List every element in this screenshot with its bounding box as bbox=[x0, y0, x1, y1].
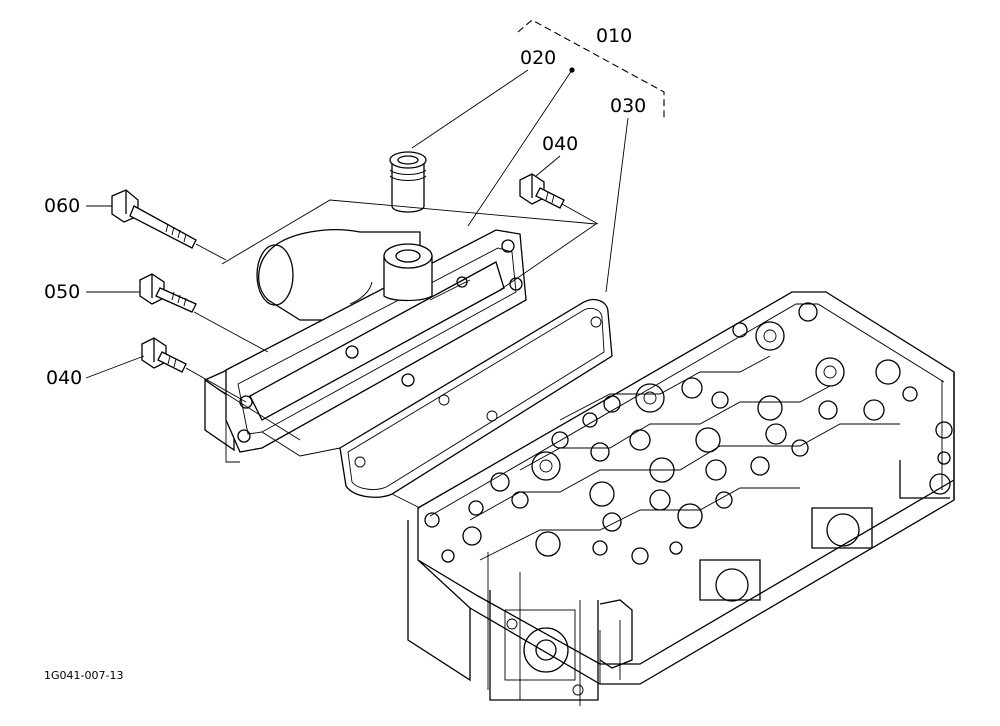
bolt-040-left bbox=[141, 337, 187, 373]
bolt-050 bbox=[139, 273, 197, 313]
callout-040-left: 040 bbox=[46, 367, 82, 389]
assembly-bracket-010 bbox=[517, 19, 665, 120]
figure-code: 1G041-007-13 bbox=[44, 669, 123, 682]
housing-gasket bbox=[339, 298, 613, 498]
cylinder-head-holes bbox=[424, 302, 918, 565]
projection-lines bbox=[185, 199, 599, 509]
callout-050: 050 bbox=[44, 281, 80, 303]
thermostat-housing bbox=[204, 229, 527, 463]
water-fitting-pipe bbox=[389, 151, 427, 213]
callout-040-top: 040 bbox=[542, 133, 578, 155]
callout-030: 030 bbox=[610, 95, 646, 117]
bolt-040-top bbox=[519, 173, 565, 209]
callout-010: 010 bbox=[596, 25, 632, 47]
callout-020: 020 bbox=[520, 47, 556, 69]
cylinder-head bbox=[407, 291, 955, 706]
callout-060: 060 bbox=[44, 195, 80, 217]
bolt-060 bbox=[111, 189, 197, 249]
callout-leaders bbox=[85, 67, 629, 379]
